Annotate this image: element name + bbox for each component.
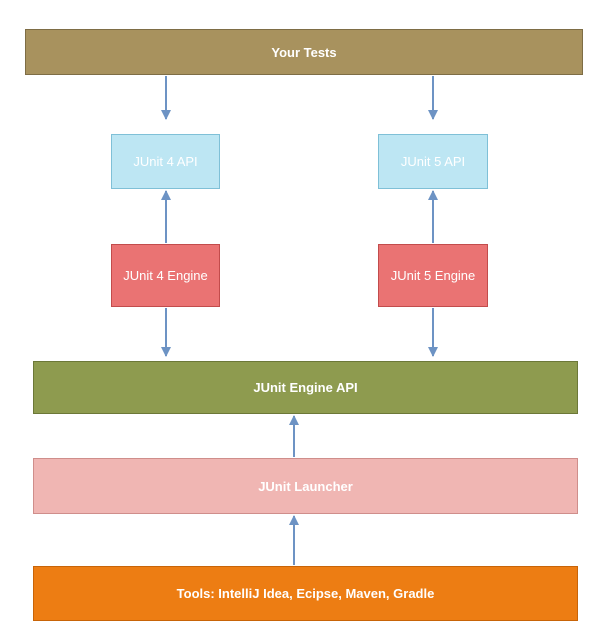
junit4-api-box: JUnit 4 API bbox=[111, 134, 220, 189]
junit5-api-box: JUnit 5 API bbox=[378, 134, 488, 189]
junit4-engine-label: JUnit 4 Engine bbox=[123, 268, 208, 283]
your-tests-label: Your Tests bbox=[271, 44, 337, 60]
tools-box: Tools: IntelliJ Idea, Ecipse, Maven, Gra… bbox=[33, 566, 578, 621]
junit-launcher-box: JUnit Launcher bbox=[33, 458, 578, 514]
junit-launcher-label: JUnit Launcher bbox=[258, 478, 353, 494]
junit4-engine-box: JUnit 4 Engine bbox=[111, 244, 220, 307]
junit5-engine-box: JUnit 5 Engine bbox=[378, 244, 488, 307]
tools-label: Tools: IntelliJ Idea, Ecipse, Maven, Gra… bbox=[176, 586, 435, 601]
your-tests-box: Your Tests bbox=[25, 29, 583, 75]
junit4-api-label: JUnit 4 API bbox=[133, 154, 198, 169]
junit-engine-api-label: JUnit Engine API bbox=[253, 380, 358, 395]
junit5-api-label: JUnit 5 API bbox=[400, 154, 466, 169]
junit-engine-api-box: JUnit Engine API bbox=[33, 361, 578, 414]
junit5-engine-label: JUnit 5 Engine bbox=[390, 268, 476, 283]
